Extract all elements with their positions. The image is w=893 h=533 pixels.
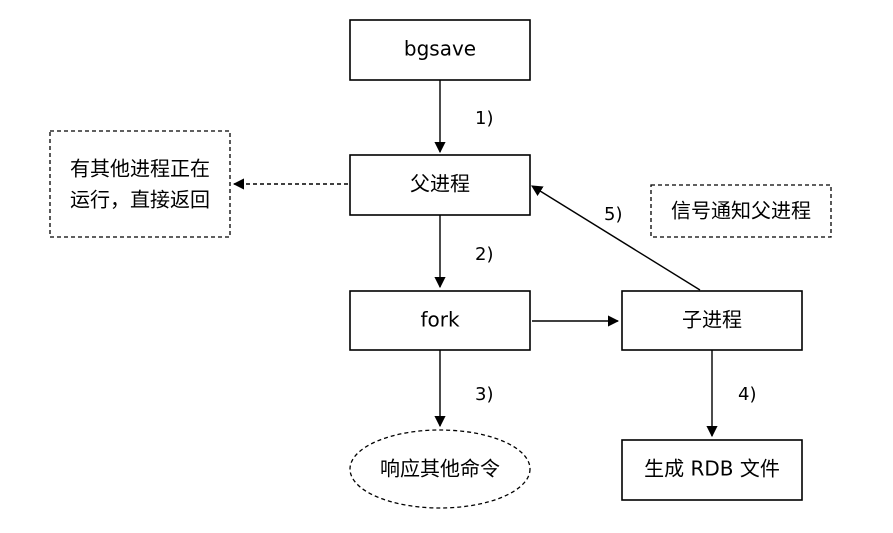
respond-other-commands-label: 响应其他命令 [380,457,500,481]
signal-parent-note-label: 信号通知父进程 [671,199,811,223]
parent-process-node: 父进程 [349,154,531,216]
parent-process-label: 父进程 [410,172,470,196]
busy-return-note-line1: 有其他进程正在 [70,157,210,181]
step-3-label: 3) [475,384,493,405]
child-process-label: 子进程 [682,308,742,332]
fork-label: fork [420,308,460,332]
step-2-label: 2) [475,244,493,265]
busy-return-note: 有其他进程正在 运行，直接返回 [49,130,231,238]
signal-parent-note: 信号通知父进程 [650,184,832,238]
child-process-node: 子进程 [621,290,803,351]
generate-rdb-label: 生成 RDB 文件 [644,457,780,481]
step-1-label: 1) [475,108,493,129]
respond-other-commands-node: 响应其他命令 [349,429,531,509]
step-4-label: 4) [738,384,756,405]
busy-return-note-line2: 运行，直接返回 [70,188,210,212]
arrow-child-to-parent [531,185,701,291]
step-5-label: 5) [604,204,622,225]
generate-rdb-node: 生成 RDB 文件 [621,439,803,501]
fork-node: fork [349,290,531,351]
bgsave-node: bgsave [349,19,531,81]
bgsave-label: bgsave [404,37,476,61]
